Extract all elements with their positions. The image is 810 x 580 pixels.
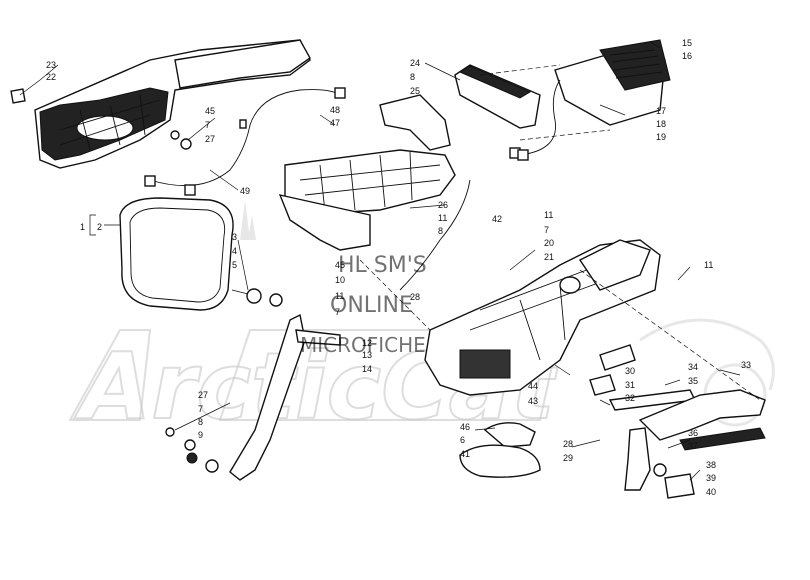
callout-7c: 7	[544, 225, 549, 235]
callout-8c: 8	[198, 417, 203, 427]
callout-37: 37	[688, 441, 698, 451]
callout-21: 21	[544, 252, 554, 262]
callout-4: 4	[232, 246, 237, 256]
callout-27b: 27	[198, 390, 208, 400]
callout-29: 29	[563, 453, 573, 463]
callout-12: 12	[362, 338, 372, 348]
grab-handle-part	[454, 64, 541, 129]
callout-9: 9	[198, 430, 203, 440]
hardware-left-bottom	[165, 427, 219, 473]
backrest-pad-part	[119, 197, 283, 311]
callout-6: 6	[460, 435, 465, 445]
callout-43: 43	[528, 396, 538, 406]
callout-36: 36	[688, 428, 698, 438]
callout-47: 47	[330, 118, 340, 128]
callout-23: 23	[46, 60, 56, 70]
callout-1: 1	[80, 222, 85, 232]
callout-40: 40	[706, 487, 716, 497]
watermark-line2: ONLINE	[330, 293, 413, 318]
callout-2: 2	[97, 222, 102, 232]
callout-48: 48	[330, 105, 340, 115]
callout-16: 16	[682, 51, 692, 61]
side-handle-frame-part	[424, 239, 661, 396]
callout-leaders	[19, 41, 741, 481]
callout-15: 15	[682, 38, 692, 48]
callout-34: 34	[688, 362, 698, 372]
watermark-line3: MICROFICHE	[300, 333, 426, 357]
callout-7d: 7	[198, 404, 203, 414]
callout-17: 17	[656, 106, 666, 116]
callout-35: 35	[688, 376, 698, 386]
callout-45b: 45	[335, 260, 345, 270]
callout-20: 20	[544, 238, 554, 248]
callout-10: 10	[335, 275, 345, 285]
callout-11: 11	[335, 291, 344, 301]
callout-19: 19	[656, 132, 666, 142]
callout-38: 38	[706, 460, 716, 470]
wiring-harness-part	[144, 79, 561, 291]
callout-42: 42	[492, 214, 502, 224]
watermark-line1: HL SM'S	[338, 253, 427, 278]
callout-labels: 23 22 1 2 45 7 27 49 3 4 5 45 10 11 7 12…	[46, 38, 751, 497]
callout-11d: 11	[704, 260, 713, 270]
callout-5: 5	[232, 260, 237, 270]
callout-49: 49	[240, 186, 250, 196]
callout-31: 31	[625, 380, 635, 390]
backrest-bracket-part	[229, 313, 341, 481]
callout-45: 45	[205, 106, 215, 116]
callout-32: 32	[625, 393, 635, 403]
callout-30: 30	[625, 366, 635, 376]
callout-41: 41	[460, 449, 470, 459]
callout-28b: 28	[563, 439, 573, 449]
callout-8: 8	[410, 72, 415, 82]
callout-14: 14	[362, 364, 372, 374]
storage-tray-part	[10, 39, 311, 169]
callout-28: 28	[410, 292, 420, 302]
callout-25: 25	[410, 86, 420, 96]
assembly-dashed-lines	[359, 64, 761, 401]
callout-11c: 11	[544, 210, 553, 220]
callout-24: 24	[410, 58, 420, 68]
luggage-rack-part	[278, 94, 456, 251]
callout-11b: 11	[438, 213, 447, 223]
callout-27: 27	[205, 134, 215, 144]
callout-7b: 7	[335, 307, 340, 317]
callout-33: 33	[741, 360, 751, 370]
callout-39: 39	[706, 473, 716, 483]
callout-18: 18	[656, 119, 666, 129]
footrest-parts	[459, 344, 766, 499]
callout-46: 46	[460, 422, 470, 432]
callout-13: 13	[362, 350, 372, 360]
callout-3: 3	[232, 232, 237, 242]
callout-44: 44	[528, 381, 538, 391]
callout-26: 26	[438, 200, 448, 210]
hardware-upper-left	[170, 119, 247, 150]
callout-22: 22	[46, 72, 56, 82]
callout-7: 7	[205, 120, 210, 130]
watermark-overlay: HL SM'S ONLINE MICROFICHE	[300, 253, 427, 357]
callout-8b: 8	[438, 226, 443, 236]
taillight-part	[554, 39, 671, 126]
